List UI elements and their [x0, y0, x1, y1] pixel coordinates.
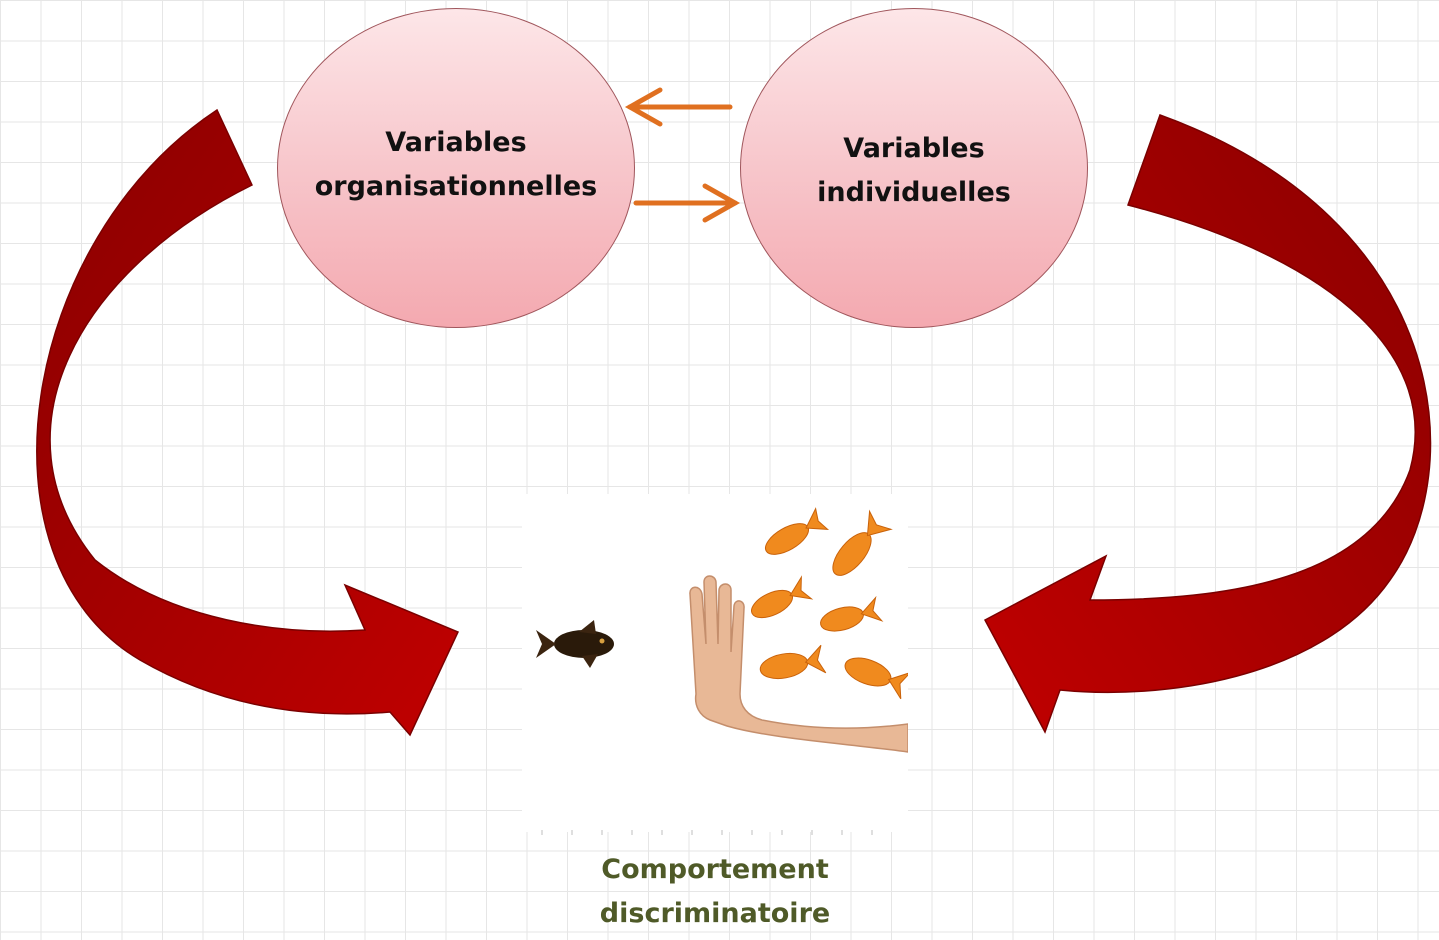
- black-fish-icon: [536, 620, 614, 668]
- node-left-line1: Variables: [385, 127, 527, 158]
- left-curved-arrow: [36, 108, 460, 737]
- target-line1: Comportement: [601, 854, 829, 885]
- arrow-left-to-right: [633, 183, 741, 223]
- node-right-line2: individuelles: [817, 177, 1011, 208]
- raised-hand-icon: [689, 575, 908, 753]
- discrimination-picture: [522, 494, 908, 832]
- right-curved-arrow: [983, 114, 1432, 734]
- goldfish-group-icon: [751, 507, 908, 700]
- individual-variables-label: Variables individuelles: [817, 127, 1011, 215]
- node-left-line2: organisationnelles: [314, 171, 598, 202]
- arrow-right-to-left: [624, 87, 733, 127]
- node-right-line1: Variables: [843, 133, 985, 164]
- individual-variables-node: Variables individuelles: [740, 8, 1088, 328]
- target-line2: discriminatoire: [599, 898, 831, 929]
- picture-scale-ticks: [541, 830, 873, 835]
- discriminatory-behaviour-label: Comportement discriminatoire: [522, 848, 908, 936]
- organisational-variables-label: Variables organisationnelles: [315, 121, 598, 209]
- organisational-variables-node: Variables organisationnelles: [277, 8, 635, 328]
